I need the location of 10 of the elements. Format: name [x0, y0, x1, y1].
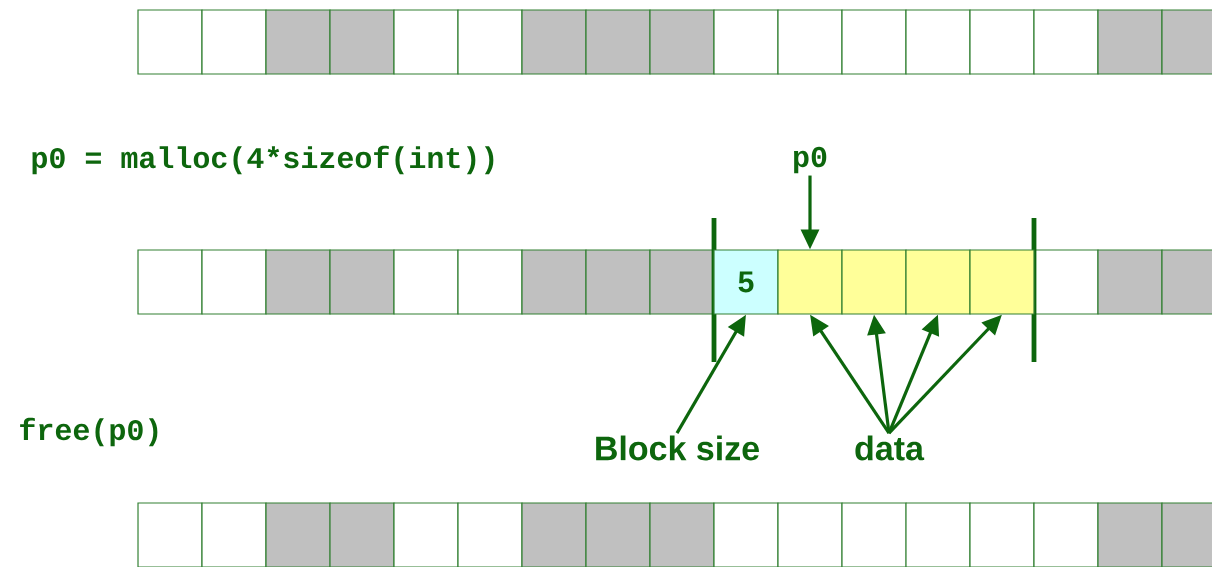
memory-cell: 5	[713, 249, 779, 315]
memory-cell	[777, 249, 843, 315]
memory-cell	[905, 249, 971, 315]
annotation-label: data	[855, 435, 925, 461]
code-line: free(p0)	[20, 417, 158, 447]
pointer-label: p0	[794, 146, 827, 174]
annotation-label: Block size	[596, 435, 759, 461]
memory-cell	[841, 249, 907, 315]
code-line: p0 = malloc(4*sizeof(int))	[32, 145, 494, 175]
memory-cell	[969, 249, 1035, 315]
